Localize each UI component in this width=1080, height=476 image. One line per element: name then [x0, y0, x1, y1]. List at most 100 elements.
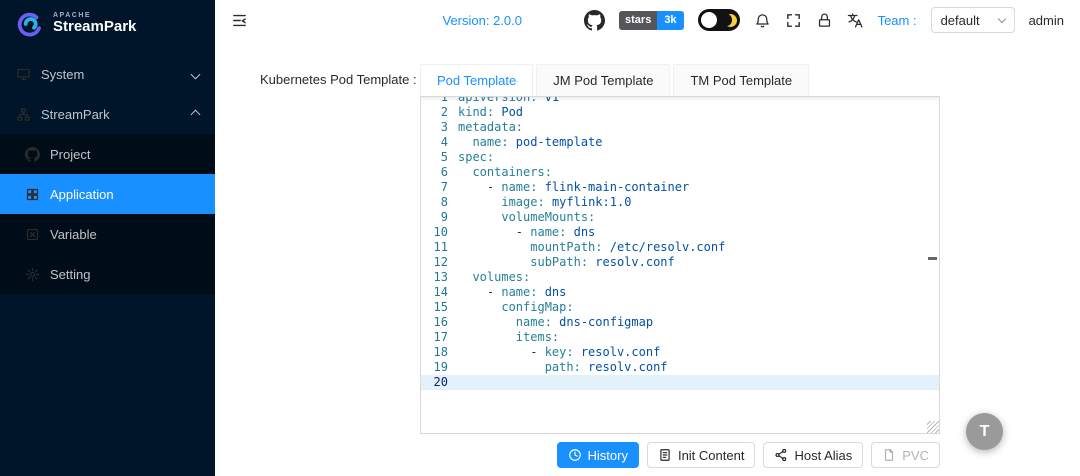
overview-ruler-mark: [928, 257, 937, 260]
button-label: Init Content: [677, 447, 745, 463]
code-line-1[interactable]: 1 apiVersion: v1: [421, 96, 939, 105]
moon-icon: [721, 11, 739, 29]
code-line-15[interactable]: 15 configMap:: [421, 300, 939, 315]
line-number: 9: [440, 210, 448, 224]
code-text: apiVersion: v1: [458, 96, 560, 104]
sidebar-item-label: Project: [50, 146, 91, 162]
theme-float-button[interactable]: T: [966, 413, 1003, 450]
line-number: 16: [433, 315, 448, 329]
logo-apache-label: APACHE: [53, 12, 92, 20]
code-line-8[interactable]: 8 image: myflink:1.0: [421, 195, 939, 210]
code-line-13[interactable]: 13 volumes:: [421, 270, 939, 285]
page-body: Version: 2.0.0 stars 3k: [215, 0, 1080, 476]
code-line-14[interactable]: 14 - name: dns: [421, 285, 939, 300]
app-logo[interactable]: APACHE StreamPark: [0, 0, 215, 48]
sidebar-item-label: StreamPark: [41, 106, 110, 122]
sidebar-item-setting[interactable]: Setting: [0, 254, 215, 294]
streampark-logo-icon: [14, 9, 44, 39]
github-stars-badge[interactable]: stars 3k: [619, 10, 684, 30]
code-text: kind: Pod: [458, 105, 524, 119]
line-number: 3: [440, 120, 448, 134]
header: Version: 2.0.0 stars 3k: [215, 0, 1080, 40]
code-line-2[interactable]: 2 kind: Pod: [421, 105, 939, 120]
chevron-up-icon: [190, 109, 201, 119]
username: admin: [1028, 12, 1064, 28]
line-number: 19: [433, 360, 448, 374]
sidebar-item-variable[interactable]: Variable: [0, 214, 215, 254]
code-line-4[interactable]: 4 name: pod-template: [421, 135, 939, 150]
code-text: volumeMounts:: [501, 210, 596, 224]
tab-jm-pod-template[interactable]: JM Pod Template: [536, 64, 671, 96]
code-text: configMap:: [501, 300, 574, 314]
code-text: - name: dns: [458, 225, 596, 239]
code-text: items:: [515, 330, 560, 344]
line-number: 6: [440, 165, 448, 179]
gear-icon: [25, 267, 40, 282]
sidebar-item-application[interactable]: Application: [0, 174, 215, 214]
code-text: metadata:: [458, 120, 524, 134]
code-line-6[interactable]: 6 containers:: [421, 165, 939, 180]
code-line-9[interactable]: 9 volumeMounts:: [421, 210, 939, 225]
sidebar-item-project[interactable]: Project: [0, 134, 215, 174]
button-label: PVC: [902, 447, 929, 463]
sidebar-item-streampark[interactable]: StreamPark: [0, 94, 215, 134]
github-icon[interactable]: [584, 9, 606, 31]
code-line-16[interactable]: 16 name: dns-configmap: [421, 315, 939, 330]
code-line-11[interactable]: 11 mountPath: /etc/resolv.conf: [421, 240, 939, 255]
toggle-knob: [700, 12, 717, 28]
github-icon: [25, 146, 40, 162]
theme-toggle[interactable]: [697, 9, 740, 31]
init-content-button[interactable]: Init Content: [646, 442, 756, 468]
team-select-value: default: [940, 12, 980, 28]
code-text: image: myflink:1.0: [501, 195, 632, 209]
code-line-10[interactable]: 10 - name: dns: [421, 225, 939, 240]
code-text: subPath: resolv.conf: [530, 255, 675, 269]
code-text: name: pod-template: [472, 135, 603, 149]
code-line-20[interactable]: 20: [421, 375, 939, 390]
translate-icon[interactable]: [847, 12, 864, 29]
editor-resize-grip[interactable]: [927, 421, 939, 433]
pvc-button[interactable]: PVC: [871, 442, 940, 468]
code-line-3[interactable]: 3 metadata:: [421, 120, 939, 135]
sidebar-item-label: Variable: [50, 226, 97, 242]
stars-badge-label: stars: [619, 10, 658, 30]
line-number: 7: [440, 180, 448, 194]
team-select[interactable]: default: [930, 7, 1015, 33]
logo-text: APACHE StreamPark: [53, 12, 136, 36]
line-number: 4: [440, 135, 448, 149]
code-line-17[interactable]: 17 items:: [421, 330, 939, 345]
stars-badge-count: 3k: [657, 10, 684, 30]
line-number: 1: [440, 96, 448, 104]
button-label: Host Alias: [794, 447, 853, 463]
line-number: 10: [433, 225, 448, 239]
desktop-icon: [16, 67, 31, 82]
pod-template-label: Kubernetes Pod Template :: [260, 72, 417, 87]
line-number: 2: [440, 105, 448, 119]
share-icon: [774, 448, 788, 462]
tab-pod-template[interactable]: Pod Template: [420, 64, 534, 96]
code-line-7[interactable]: 7 - name: flink-main-container: [421, 180, 939, 195]
code-line-18[interactable]: 18 - key: resolv.conf: [421, 345, 939, 360]
menu-fold-icon[interactable]: [231, 12, 248, 29]
history-button[interactable]: History: [556, 442, 639, 468]
application-icon: [25, 187, 40, 202]
line-number: 17: [433, 330, 448, 344]
lock-icon[interactable]: [816, 12, 833, 29]
sidebar-item-system[interactable]: System: [0, 54, 215, 94]
tab-tm-pod-template[interactable]: TM Pod Template: [673, 64, 810, 96]
bell-icon[interactable]: [754, 12, 771, 29]
code-line-19[interactable]: 19 path: resolv.conf: [421, 360, 939, 375]
code-text: spec:: [458, 150, 495, 164]
code-text: - key: resolv.conf: [458, 345, 661, 359]
code-line-12[interactable]: 12 subPath: resolv.conf: [421, 255, 939, 270]
host-alias-button[interactable]: Host Alias: [763, 442, 864, 468]
file-icon: [882, 448, 896, 462]
fullscreen-icon[interactable]: [785, 12, 802, 29]
